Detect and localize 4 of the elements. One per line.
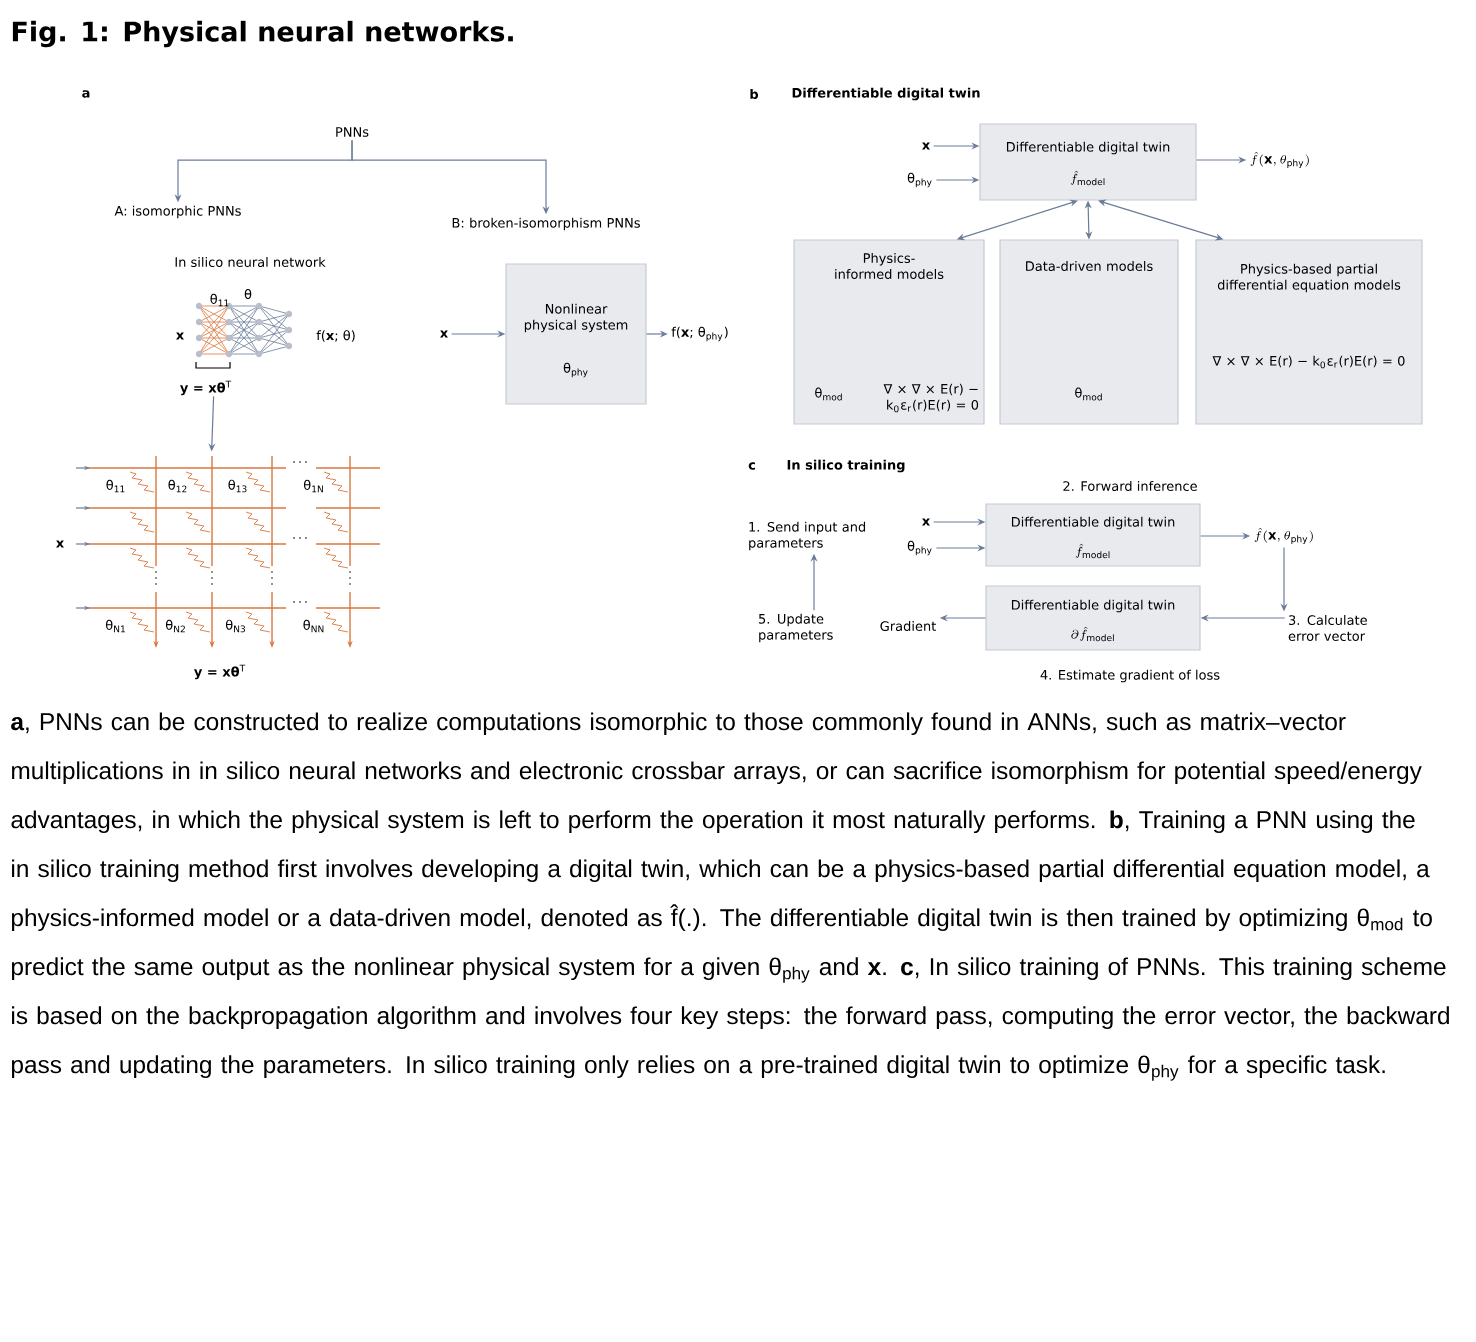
label-text: $\hat{f}(\mathbf{x}, \theta_{\mathrm{phy}})$ [1254, 527, 1313, 545]
caption: a, PNNs can be constructed to realize computations isomorphic to those commonly found in ANNs, such as matrix–vector multiplications in in silico neural networks and electronic crossbar arrays, or can sacrifice isomorphism for potential speed/energy advantages, in which the physical system is left to perform the operation it most naturally performs. b, Training a PNN using the in silico training method first involves developing a digital twin, which can be a physics-based partial differential equation model, a physics-informed model or a data-driven model, denoted as f̂(.). The differentiable digital twin is then trained by optimizing θ$_{mod}$ to predict the same output as the nonlinear physical system for a given θ$_{phy}$ and x. c, In silico training of PNNs. This training scheme is based on the backpropagation algorithm and involves four key steps: the forward pass, computing the error vector, the backward pass and updating the parameters. In silico training only relies on a pre-trained digital twin to optimize θ$_{phy}$ for a specific task. [11, 712, 1449, 1081]
label-text: $\hat{f}(\mathbf{x}, \theta_{\mathrm{phy}})$ [1250, 151, 1309, 169]
figure-title: Fig. 1: Physical neural networks. [12, 20, 513, 48]
